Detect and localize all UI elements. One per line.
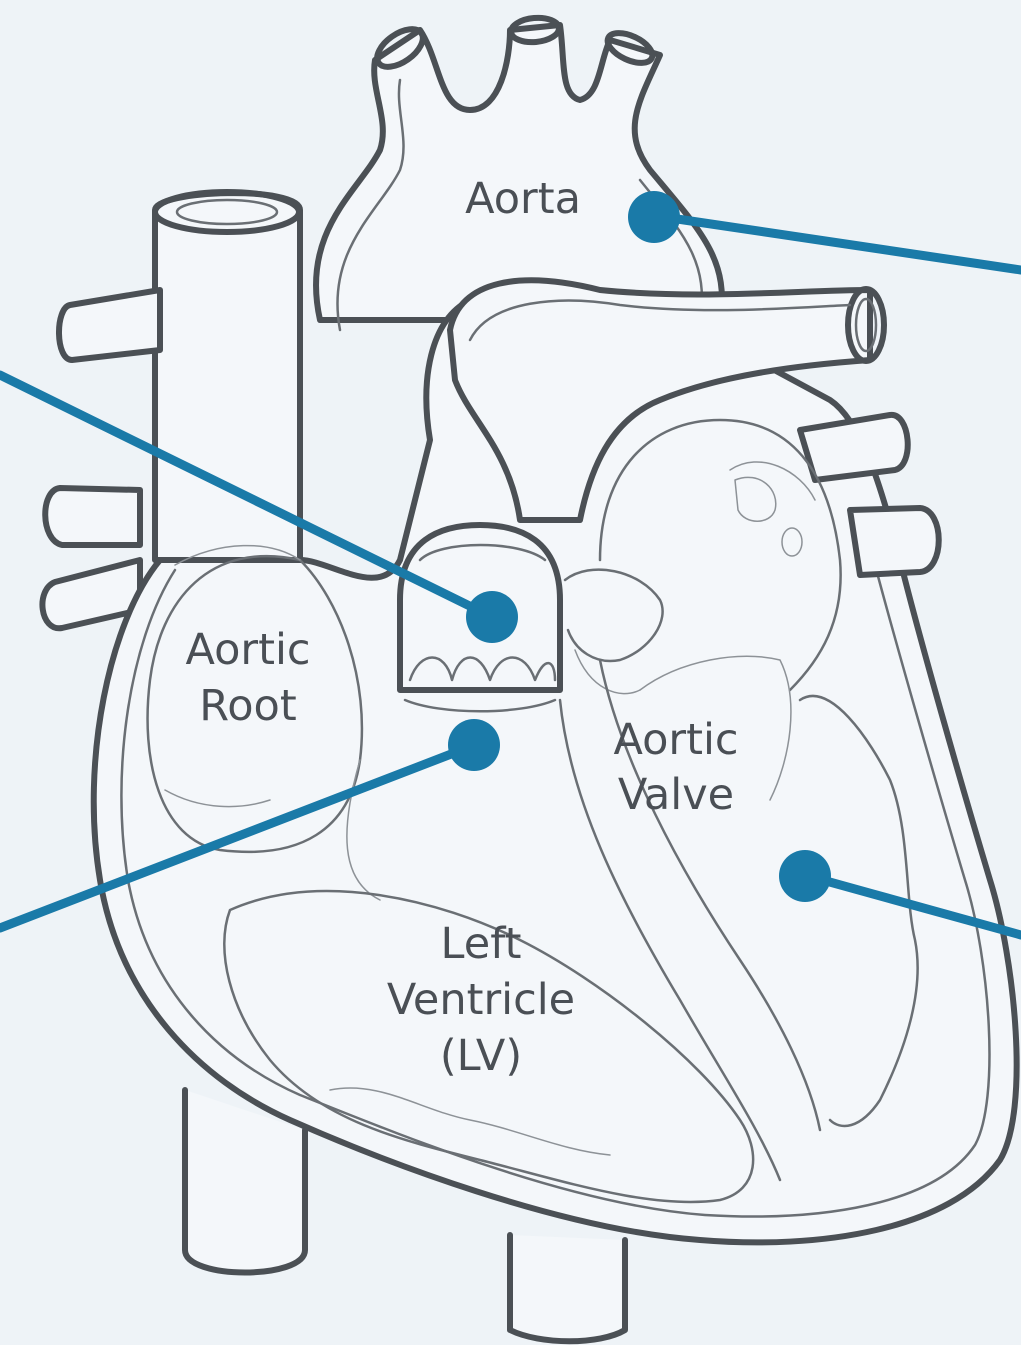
marker-dot-aorta[interactable] [628, 191, 680, 243]
label-aorta: Aorta [465, 174, 581, 224]
label-lv-line1: Left [441, 919, 522, 969]
pulmonary-veins-left [42, 290, 160, 628]
label-lv-line2: Ventricle [387, 975, 575, 1025]
label-lv-line3: (LV) [440, 1031, 522, 1081]
label-aortic-valve-line2: Valve [618, 770, 734, 820]
marker-dot-right-chamber[interactable] [779, 850, 831, 902]
label-aortic-root-line1: Aortic [185, 625, 310, 675]
label-aortic-valve-line1: Aortic [613, 715, 738, 765]
marker-dot-below-valve[interactable] [448, 719, 500, 771]
marker-dot-valve-center[interactable] [466, 591, 518, 643]
superior-vena-cava [155, 192, 300, 560]
label-aortic-root-line2: Root [199, 681, 296, 731]
